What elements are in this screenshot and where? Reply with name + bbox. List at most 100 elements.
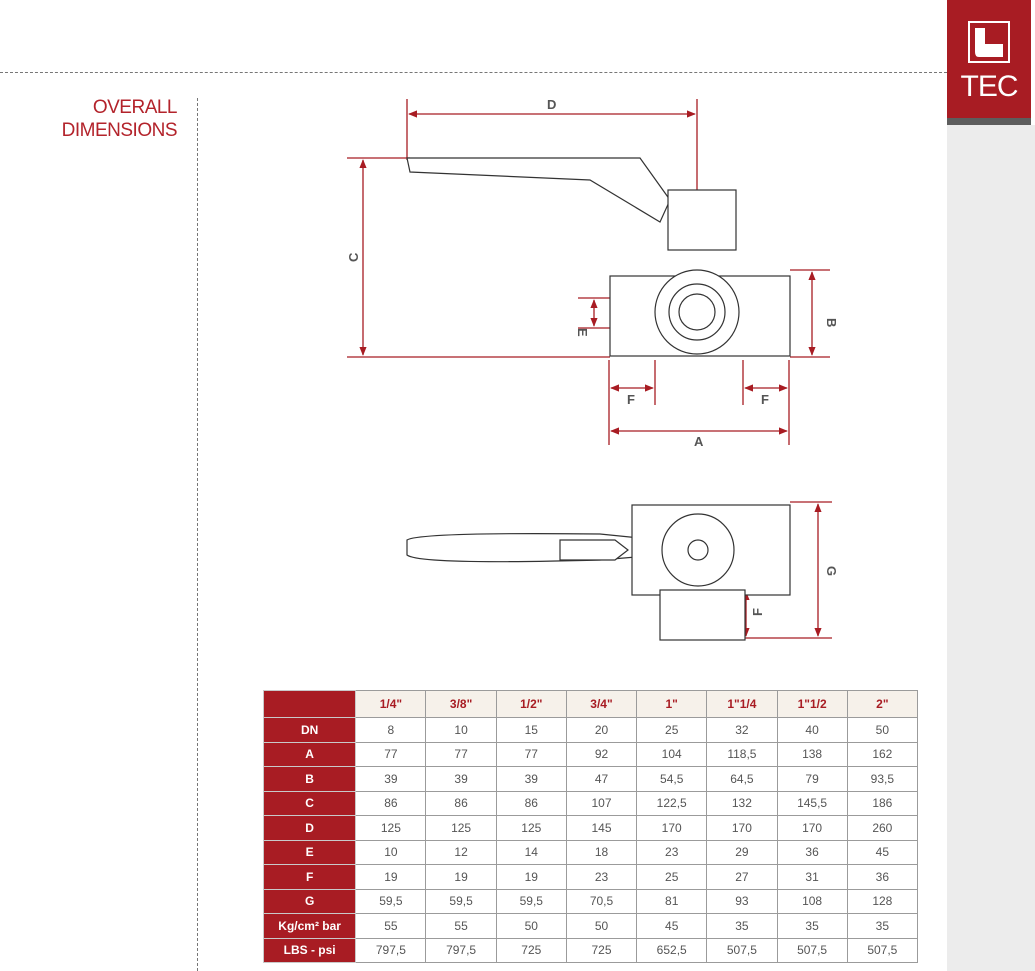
table-cell: 55 [425, 913, 497, 939]
logo-text: TEC [960, 70, 1019, 103]
table-cell: 81 [636, 888, 708, 914]
brand-logo: TEC [947, 0, 1031, 118]
table-cell: 23 [636, 839, 708, 865]
table-cell: 39 [495, 766, 567, 792]
row-header: G [262, 888, 357, 914]
table-cell: 25 [636, 864, 708, 890]
table-cell: 170 [776, 815, 848, 841]
column-header: 1"1/2 [776, 690, 848, 718]
table-cell: 725 [495, 937, 567, 963]
table-cell: 125 [495, 815, 567, 841]
table-cell: 93 [706, 888, 778, 914]
valve-drawings: D C B E F F A G F [346, 97, 839, 641]
table-cell: 138 [776, 741, 848, 767]
column-header: 2" [846, 690, 919, 718]
table-cell: 47 [565, 766, 638, 792]
table-cell: 507,5 [776, 937, 848, 963]
table-cell: 507,5 [846, 937, 919, 963]
table-cell: 54,5 [636, 766, 708, 792]
table-cell: 260 [846, 815, 919, 841]
table-cell: 45 [636, 913, 708, 939]
row-header: B [262, 766, 357, 792]
table-corner [262, 690, 357, 718]
table-cell: 50 [565, 913, 638, 939]
table-cell: 19 [355, 864, 427, 890]
table-cell: 118,5 [706, 741, 778, 767]
column-divider [197, 98, 198, 971]
dimension-lines [347, 99, 832, 639]
table-cell: 79 [776, 766, 848, 792]
table-cell: 132 [706, 790, 778, 816]
table-cell: 128 [846, 888, 919, 914]
table-cell: 92 [565, 741, 638, 767]
table-cell: 507,5 [706, 937, 778, 963]
table-cell: 186 [846, 790, 919, 816]
table-cell: 86 [425, 790, 497, 816]
table-cell: 64,5 [706, 766, 778, 792]
column-header: 1/4" [355, 690, 427, 718]
table-cell: 35 [706, 913, 778, 939]
header-divider [0, 72, 947, 73]
table-cell: 14 [495, 839, 567, 865]
row-header: F [262, 864, 357, 890]
table-cell: 55 [355, 913, 427, 939]
valve-side-view [406, 504, 791, 641]
table-cell: 39 [355, 766, 427, 792]
table-cell: 122,5 [636, 790, 708, 816]
dim-label-f-side: F [750, 608, 765, 616]
row-header: A [262, 741, 357, 767]
table-cell: 19 [495, 864, 567, 890]
table-cell: 125 [355, 815, 427, 841]
table-cell: 145,5 [776, 790, 848, 816]
dim-label-f-right: F [761, 392, 769, 407]
table-cell: 725 [565, 937, 638, 963]
table-cell: 104 [636, 741, 708, 767]
table-cell: 19 [425, 864, 497, 890]
title-line-2: DIMENSIONS [61, 120, 178, 141]
table-cell: 59,5 [355, 888, 427, 914]
table-cell: 8 [355, 717, 427, 743]
table-cell: 108 [776, 888, 848, 914]
dim-label-d: D [547, 97, 556, 112]
table-cell: 35 [846, 913, 919, 939]
table-cell: 797,5 [425, 937, 497, 963]
column-header: 3/8" [425, 690, 497, 718]
table-cell: 145 [565, 815, 638, 841]
table-cell: 170 [636, 815, 708, 841]
table-cell: 35 [776, 913, 848, 939]
row-header: LBS - psi [262, 937, 357, 963]
table-cell: 86 [355, 790, 427, 816]
dim-label-g: G [824, 566, 839, 576]
logo-bar [947, 118, 1031, 125]
table-cell: 77 [495, 741, 567, 767]
table-cell: 39 [425, 766, 497, 792]
table-cell: 12 [425, 839, 497, 865]
table-cell: 50 [495, 913, 567, 939]
table-cell: 70,5 [565, 888, 638, 914]
column-header: 3/4" [565, 690, 638, 718]
table-cell: 15 [495, 717, 567, 743]
table-cell: 86 [495, 790, 567, 816]
table-cell: 59,5 [425, 888, 497, 914]
dim-label-f-left: F [627, 392, 635, 407]
table-cell: 162 [846, 741, 919, 767]
table-cell: 10 [355, 839, 427, 865]
table-cell: 125 [425, 815, 497, 841]
table-cell: 652,5 [636, 937, 708, 963]
column-header: 1/2" [495, 690, 567, 718]
table-cell: 36 [846, 864, 919, 890]
dim-label-e: E [575, 328, 590, 337]
dim-label-b: B [824, 318, 839, 327]
table-cell: 25 [636, 717, 708, 743]
